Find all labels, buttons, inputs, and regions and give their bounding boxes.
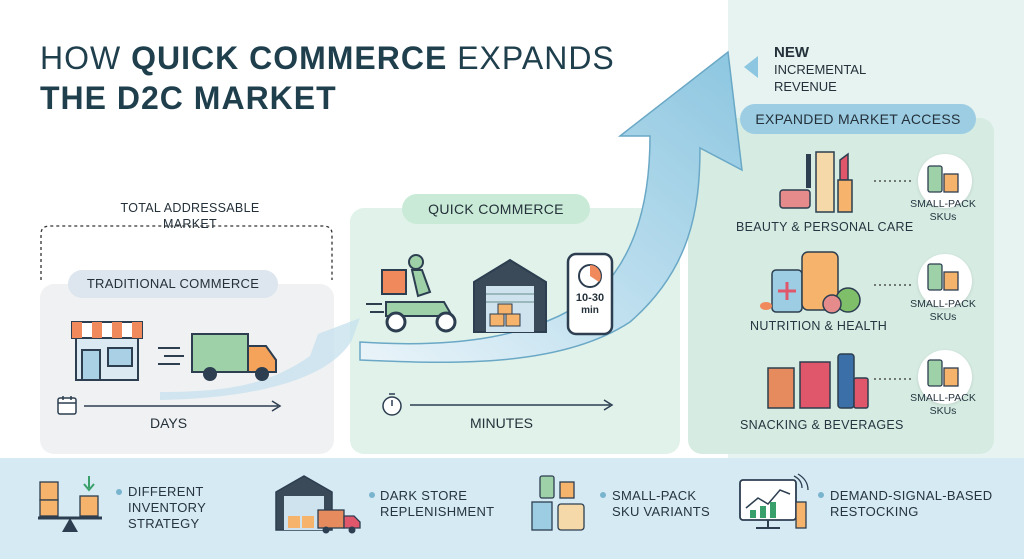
delivery-truck-icon — [158, 333, 277, 381]
feature-bullet-3 — [600, 492, 606, 498]
revenue-pointer-icon — [744, 56, 758, 78]
scooter-rider-icon — [366, 254, 457, 333]
dotted-connector-2 — [874, 284, 914, 286]
minutes-label: MINUTES — [470, 415, 533, 431]
days-label: DAYS — [150, 415, 188, 431]
bottom-feature-strip — [0, 458, 1024, 559]
inventory-balance-icon — [38, 476, 102, 532]
dotted-connector-3 — [874, 378, 914, 380]
quick-commerce-pill: QUICK COMMERCE — [402, 194, 590, 224]
stopwatch-icon — [382, 393, 402, 416]
dark-store-truck-icon — [275, 475, 361, 534]
beauty-products-icon — [779, 151, 853, 213]
small-pack-icon-3 — [927, 359, 959, 387]
category-label-nutrition: NUTRITION & HEALTH — [750, 319, 888, 333]
category-label-snacking: SNACKING & BEVERAGES — [740, 418, 904, 432]
feature-bullet-1 — [116, 489, 122, 495]
category-label-beauty: BEAUTY & PERSONAL CARE — [736, 220, 914, 234]
delivery-time-value: 10-30 — [575, 292, 605, 304]
expanded-market-pill: EXPANDED MARKET ACCESS — [740, 104, 976, 134]
feature-bullet-4 — [818, 492, 824, 498]
traditional-commerce-pill: TRADITIONAL COMMERCE — [68, 270, 278, 298]
page-title: HOW QUICK COMMERCE EXPANDS THE D2C MARKE… — [40, 40, 615, 116]
demand-signal-monitor-icon — [739, 473, 809, 529]
nutrition-products-icon — [760, 251, 861, 314]
phone-timer-icon — [566, 252, 614, 336]
days-timeline-arrow — [84, 400, 282, 412]
tam-bracket — [40, 225, 333, 280]
small-pack-variants-icon — [531, 475, 585, 531]
dotted-connector-1 — [874, 180, 914, 182]
storefront-icon — [71, 321, 143, 381]
dark-store-warehouse-icon — [473, 258, 547, 333]
snack-products-icon — [767, 353, 869, 409]
calendar-icon — [57, 396, 77, 415]
feature-bullet-2 — [369, 492, 375, 498]
delivery-time-unit: min — [581, 305, 599, 316]
new-revenue-label: NEW INCREMENTAL REVENUE — [774, 44, 867, 94]
minutes-timeline-arrow — [410, 399, 614, 411]
small-pack-icon-2 — [927, 263, 959, 291]
small-pack-icon-1 — [927, 165, 959, 193]
